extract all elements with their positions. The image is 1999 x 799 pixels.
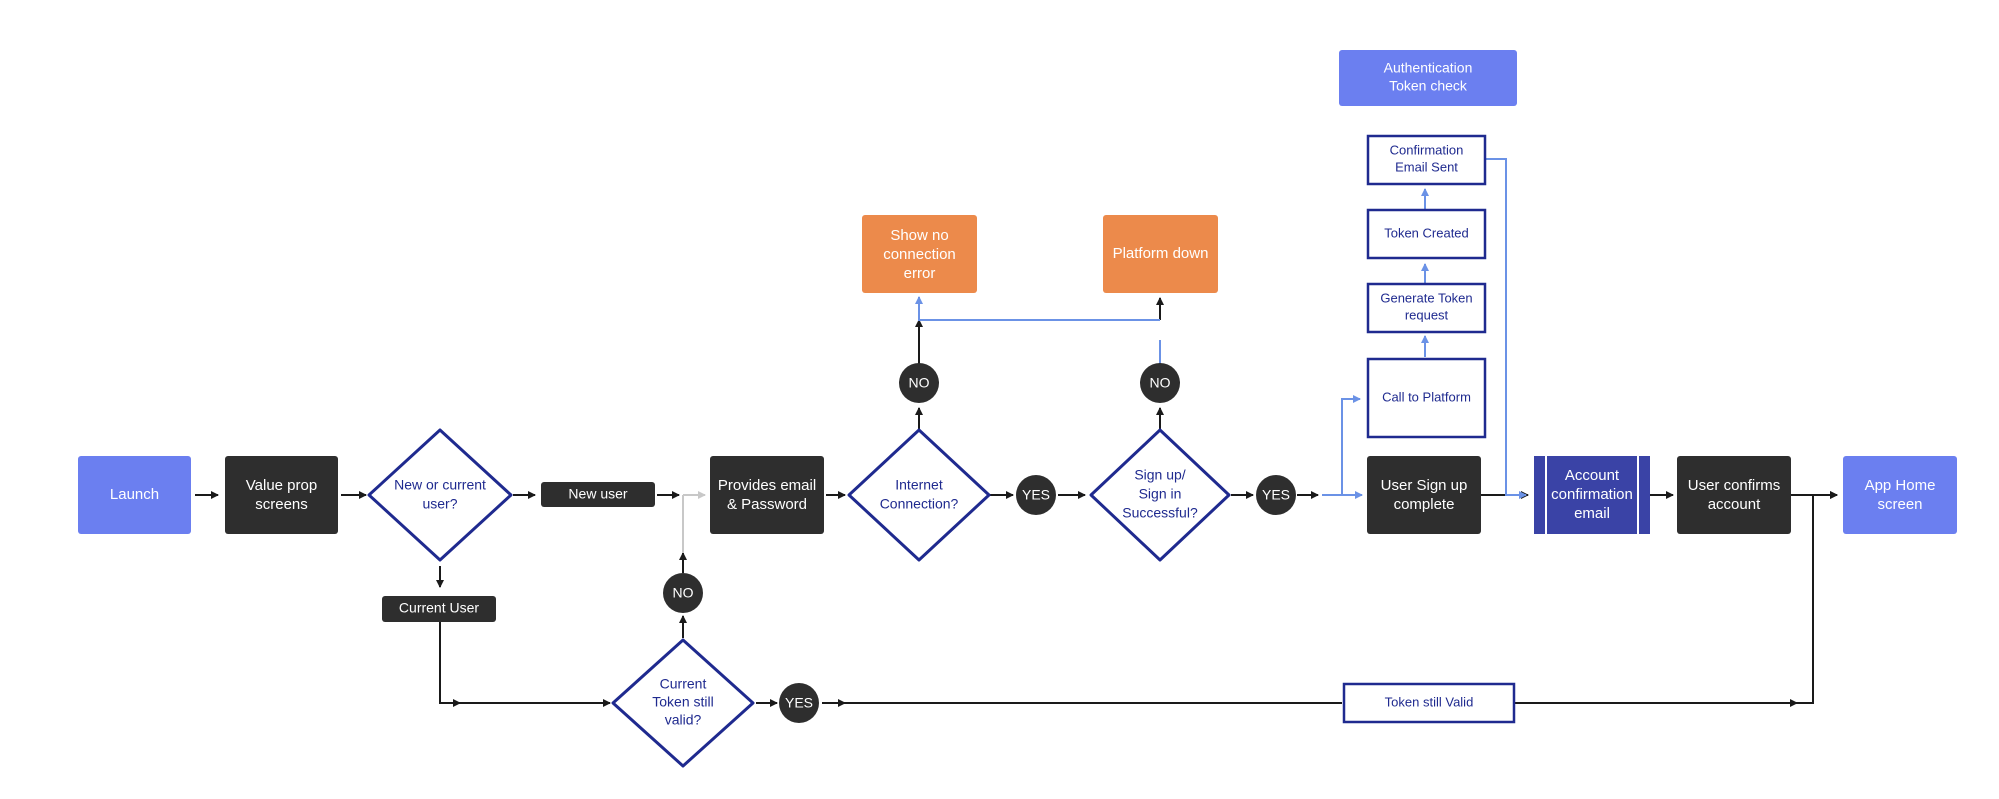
yes-signup-label: YES xyxy=(1262,487,1290,503)
app-home-node[interactable]: App Home screen xyxy=(1843,456,1957,534)
account-label-1: Account xyxy=(1565,467,1620,484)
app-home-label-1: App Home xyxy=(1865,477,1936,494)
new-or-current-label-1: New or current xyxy=(394,477,486,493)
token-created-label: Token Created xyxy=(1384,225,1469,240)
token-created-node[interactable]: Token Created xyxy=(1366,208,1487,260)
new-or-current-label-2: user? xyxy=(422,496,457,512)
user-confirms-label-1: User confirms xyxy=(1688,477,1781,494)
internet-label-1: Internet xyxy=(895,477,943,493)
user-confirms-node[interactable]: User confirms account xyxy=(1677,456,1791,534)
signup-complete-label-1: User Sign up xyxy=(1381,477,1468,494)
confirmation-sent-node[interactable]: Confirmation Email Sent xyxy=(1366,134,1487,186)
no-connection-error-node[interactable]: Show no connection error xyxy=(862,215,977,293)
app-home-label-2: screen xyxy=(1877,496,1922,513)
new-or-current-decision[interactable]: New or current user? xyxy=(367,428,513,562)
arrow-currentuser-to-token xyxy=(439,622,461,707)
signup-label-1: Sign up/ xyxy=(1134,467,1185,483)
account-label-2: confirmation xyxy=(1551,486,1633,503)
no-connection-label-3: error xyxy=(904,265,936,282)
internet-decision[interactable]: Internet Connection? xyxy=(847,428,991,562)
account-confirmation-node[interactable]: Account confirmation email xyxy=(1534,456,1650,534)
arrow-confirmation-to-account xyxy=(1485,158,1527,499)
new-user-label: New user xyxy=(568,486,627,502)
value-prop-label-1: Value prop xyxy=(246,477,317,494)
no-token-circle: NO xyxy=(663,573,703,613)
current-user-node[interactable]: Current User xyxy=(382,596,496,622)
no-connection-label-1: Show no xyxy=(890,227,948,244)
current-user-label: Current User xyxy=(399,600,479,616)
connectors xyxy=(195,158,1838,707)
no-token-label: NO xyxy=(673,585,694,601)
no-signup-label: NO xyxy=(1150,375,1171,391)
auth-token-check-label-2: Token check xyxy=(1389,78,1468,94)
token-valid-label-2: Token still xyxy=(652,694,713,710)
generate-token-label-2: request xyxy=(1405,307,1449,322)
value-prop-node[interactable]: Value prop screens xyxy=(225,456,338,534)
arrow-bottom-up-to-home xyxy=(1797,491,1838,704)
no-connection-label-2: connection xyxy=(883,246,956,263)
signup-label-2: Sign in xyxy=(1139,486,1182,502)
yes-internet-circle: YES xyxy=(1016,475,1056,515)
signup-label-3: Successful? xyxy=(1122,505,1198,521)
generate-token-node[interactable]: Generate Token request xyxy=(1366,282,1487,334)
launch-node[interactable]: Launch xyxy=(78,456,191,534)
auth-token-check-label-1: Authentication xyxy=(1384,60,1473,76)
provides-email-label-1: Provides email xyxy=(718,477,816,494)
token-valid-label-1: Current xyxy=(660,676,707,692)
auth-token-check-node[interactable]: Authentication Token check xyxy=(1339,50,1517,106)
signup-complete-node[interactable]: User Sign up complete xyxy=(1367,456,1481,534)
token-valid-decision[interactable]: Current Token still valid? xyxy=(611,638,755,768)
yes-token-label: YES xyxy=(785,695,813,711)
new-user-node[interactable]: New user xyxy=(541,482,655,507)
account-label-3: email xyxy=(1574,505,1610,522)
confirmation-sent-label-1: Confirmation xyxy=(1390,142,1464,157)
platform-down-node[interactable]: Platform down xyxy=(1103,215,1218,293)
yes-token-circle: YES xyxy=(779,683,819,723)
platform-down-label: Platform down xyxy=(1113,245,1209,262)
internet-label-2: Connection? xyxy=(880,496,959,512)
yes-internet-label: YES xyxy=(1022,487,1050,503)
call-platform-label: Call to Platform xyxy=(1382,389,1471,404)
user-confirms-label-2: account xyxy=(1708,496,1761,513)
signup-complete-label-2: complete xyxy=(1394,496,1455,513)
provides-email-label-2: & Password xyxy=(727,496,807,513)
token-still-valid-node[interactable]: Token still Valid xyxy=(1342,682,1516,724)
confirmation-sent-label-2: Email Sent xyxy=(1395,159,1458,174)
arrow-platform-to-error xyxy=(915,296,1160,321)
provides-email-node[interactable]: Provides email & Password xyxy=(710,456,824,534)
token-valid-label-3: valid? xyxy=(665,712,702,728)
no-internet-label: NO xyxy=(909,375,930,391)
no-signup-circle: NO xyxy=(1140,363,1180,403)
signup-decision[interactable]: Sign up/ Sign in Successful? xyxy=(1089,428,1231,562)
arrow-yes-to-callplatform xyxy=(1335,395,1361,496)
no-internet-circle: NO xyxy=(899,363,939,403)
value-prop-label-2: screens xyxy=(255,496,308,513)
token-still-valid-label: Token still Valid xyxy=(1385,694,1474,709)
call-platform-node[interactable]: Call to Platform xyxy=(1366,357,1487,439)
generate-token-label-1: Generate Token xyxy=(1380,290,1472,305)
launch-label: Launch xyxy=(110,486,159,503)
yes-signup-circle: YES xyxy=(1256,475,1296,515)
